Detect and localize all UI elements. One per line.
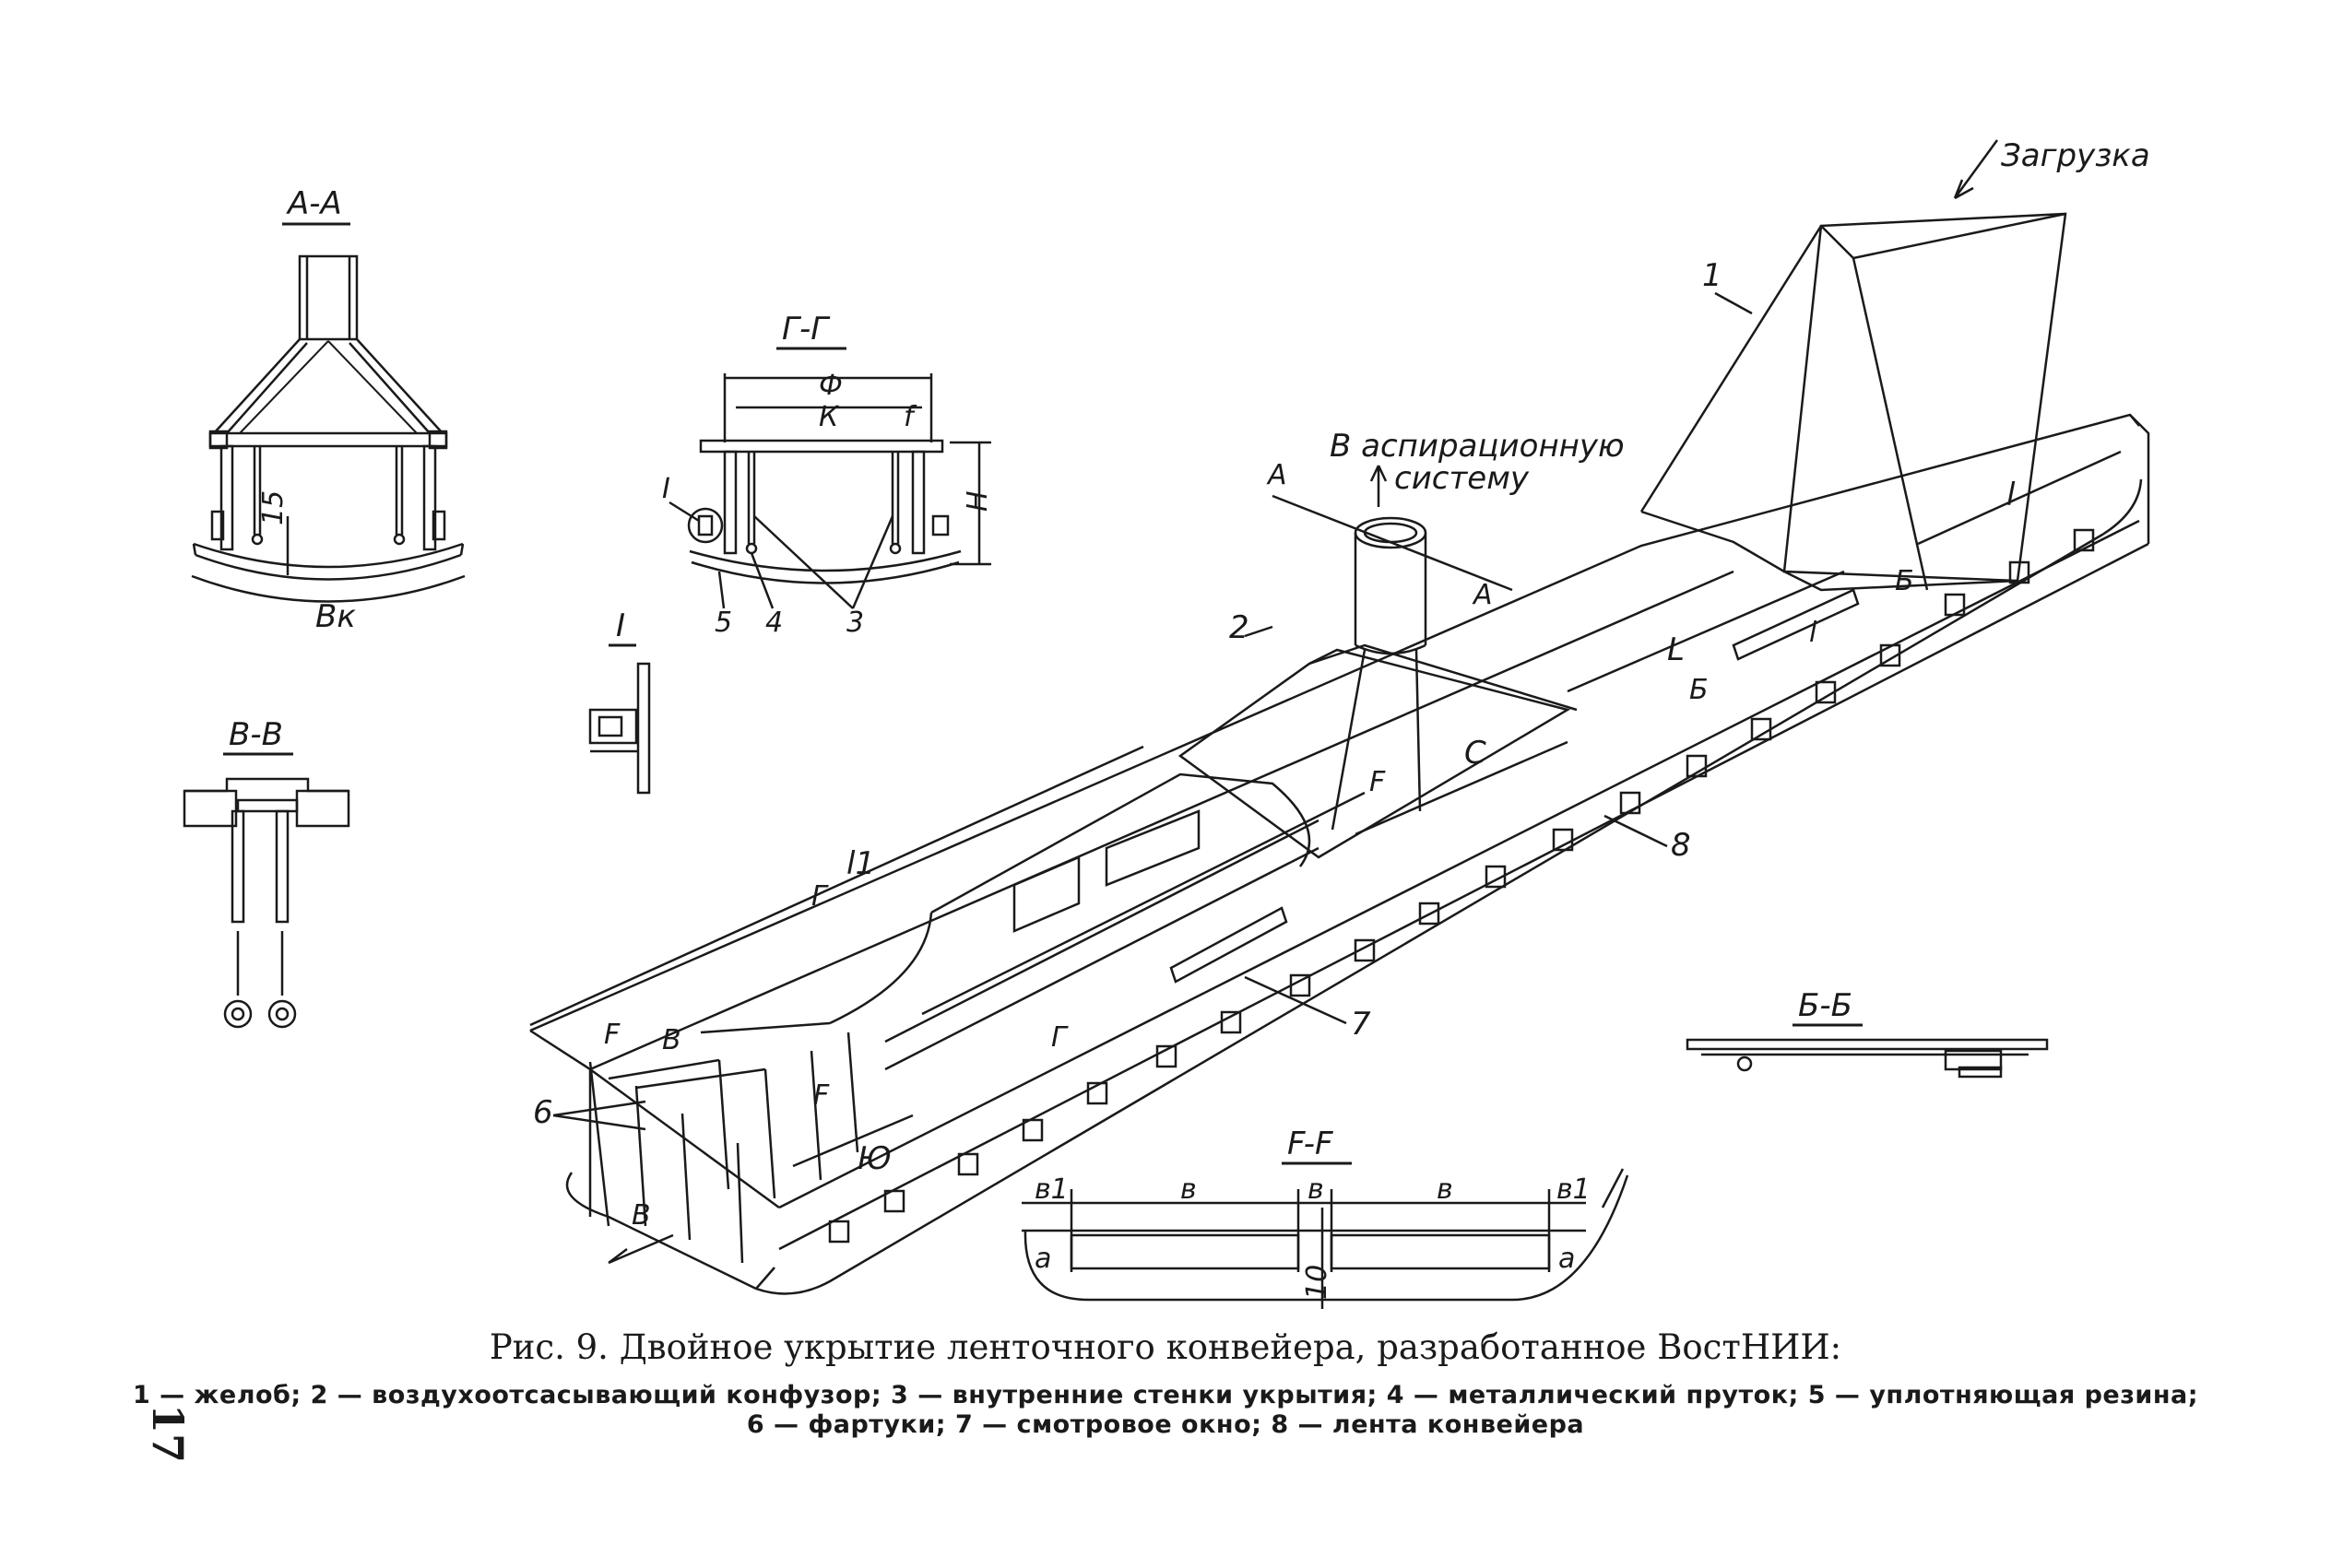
dim-f-label: Ф: [819, 370, 843, 402]
cut-f3: F: [604, 1019, 621, 1051]
dim-15-label: 15: [257, 490, 290, 525]
cut-a2: А: [1472, 579, 1493, 611]
ff-b-mid: в: [1307, 1173, 1324, 1206]
cut-b2: Б: [1689, 674, 1709, 706]
section-bb: Б-Б: [1686, 987, 2049, 1079]
ff-a-right: а: [1558, 1243, 1575, 1275]
dim-L: L: [1667, 631, 1685, 668]
cut-a1: А: [1266, 459, 1287, 491]
label-n8: 8: [1671, 827, 1691, 864]
gg-label-3: 3: [846, 607, 864, 639]
label-aspiration-2: систему: [1394, 460, 1530, 497]
section-vv: В-В: [183, 716, 350, 1029]
label-n7: 7: [1351, 1006, 1371, 1043]
dim-bk-label: Вк: [315, 598, 356, 635]
label-loading: Загрузка: [2001, 137, 2150, 174]
dim-l-small: l: [2006, 477, 2016, 513]
section-gg-title: Г-Г: [782, 311, 831, 348]
cut-v2: В: [632, 1199, 651, 1232]
figure-caption: Рис. 9. Двойное укрытие ленточного конве…: [489, 1327, 1842, 1367]
section-bb-title: Б-Б: [1798, 987, 1852, 1024]
section-vv-title: В-В: [229, 716, 283, 753]
ff-b1-right: в1: [1556, 1173, 1591, 1206]
ff-a-left: а: [1035, 1243, 1051, 1275]
figure-legend-line2: 6 — фартуки; 7 — смотровое окно; 8 — лен…: [746, 1410, 1585, 1439]
cut-f1: F: [1369, 766, 1386, 798]
figure-legend-line1: 1 — желоб; 2 — воздухоотсасывающий конфу…: [132, 1381, 2199, 1409]
ff-b1-left: в1: [1035, 1173, 1069, 1206]
dim-h-label: Н: [962, 490, 994, 512]
dim-yu: Ю: [858, 1140, 892, 1177]
dim-k-label: К: [819, 401, 840, 433]
ff-dim-10: 10: [1301, 1265, 1333, 1300]
gg-label-i: I: [662, 473, 670, 505]
main-conveyor-view: Загрузка В аспирационную систему 1 2 6 7…: [529, 137, 2150, 1295]
label-aspiration-1: В аспирационную: [1330, 428, 1625, 465]
cut-b1: Б: [1895, 565, 1914, 597]
ff-b-right: в: [1437, 1173, 1453, 1206]
cut-g1: Г: [811, 880, 829, 913]
cut-f2: F: [813, 1079, 830, 1112]
cut-g2: Г: [1051, 1021, 1069, 1054]
section-ff-title: F-F: [1287, 1126, 1333, 1162]
dim-l1: l1: [846, 845, 875, 882]
gg-label-4: 4: [765, 607, 783, 639]
section-aa: А-А 15 Вк: [191, 185, 466, 635]
label-n6: 6: [533, 1094, 553, 1131]
section-ff: F-F в1 в в в в1 а а 10: [1022, 1126, 1629, 1309]
detail-i: I: [588, 607, 651, 795]
gg-label-5: 5: [715, 607, 732, 639]
section-aa-title: А-А: [286, 185, 342, 222]
dim-c: С: [1464, 735, 1486, 772]
detail-i-title: I: [616, 607, 625, 644]
section-gg: Г-Г Ф К f Н I 5 4 3: [662, 311, 994, 639]
rollers-row: [828, 528, 2095, 1244]
label-n2: 2: [1229, 609, 1249, 646]
dim-f-small-label: f: [904, 401, 917, 433]
label-n1: 1: [1702, 257, 1722, 294]
cut-v1: В: [662, 1024, 681, 1056]
dim-l-small2: l: [1809, 617, 1817, 649]
ff-b-left: в: [1180, 1173, 1197, 1206]
